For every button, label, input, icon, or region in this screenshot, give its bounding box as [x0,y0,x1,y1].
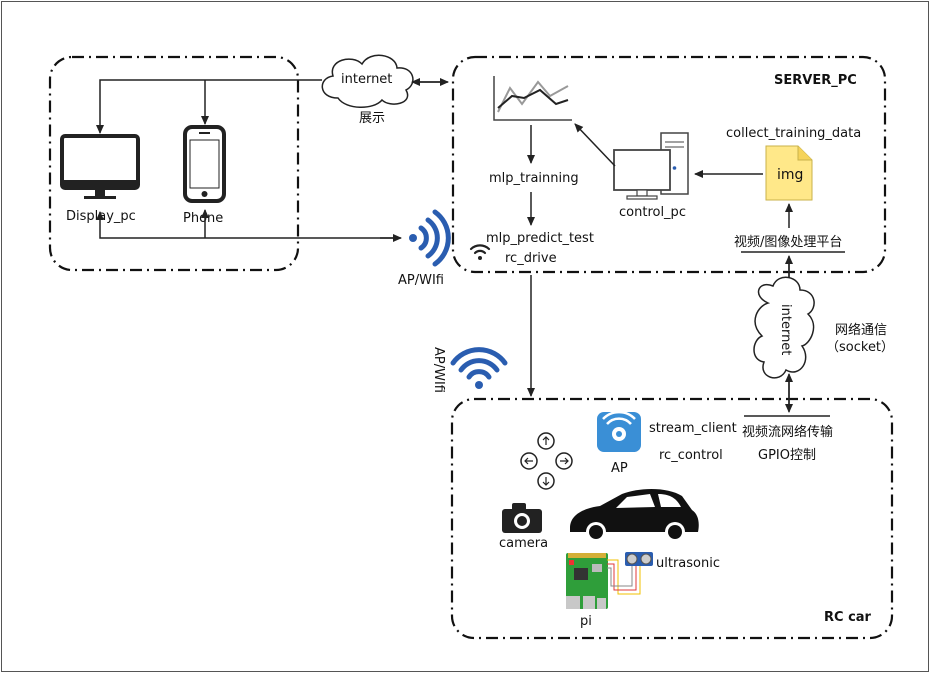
collect-training-data-label: collect_training_data [726,126,861,141]
phone-label: Phone [183,211,223,226]
wifi-small-icon [469,244,491,260]
rccar-group-box [450,397,894,640]
server-pc-title: SERVER_PC [774,73,857,88]
ap-wifi-left-label: AP/WIfi [431,347,446,393]
rc-car-title: RC car [824,610,872,625]
server-group-box [451,55,887,274]
sensor-wires [607,559,641,595]
rc-drive-label: rc_drive [505,251,557,266]
mlp-training-label: mlp_trainning [489,171,579,186]
mlp-predict-test-label: mlp_predict_test [486,231,594,246]
pi-label: pi [580,614,592,629]
wifi-to-display-line [96,211,399,239]
monitor-icon [60,134,140,199]
control-to-chart-arrow [574,123,616,167]
display-cn-label: 展示 [359,111,385,126]
stream-client-label: stream_client [649,421,737,436]
document-icon [765,145,813,201]
raspberry-pi-icon [566,553,608,609]
rc-control-label: rc_control [659,448,723,463]
ultrasonic-sensor-icon [625,552,653,566]
camera-icon [502,503,542,533]
video-stream-label: 视频流网络传输 [742,424,833,440]
socket-label: （socket） [826,340,894,355]
wifi-icon [409,209,451,267]
client-group-box [48,55,300,272]
control-pc-label: control_pc [619,205,686,220]
ultrasonic-label: ultrasonic [656,556,720,571]
cloud-icon [321,54,414,108]
ap-router-icon [597,410,641,452]
cloud-icon [753,276,815,379]
gamepad-icon [520,432,573,490]
cloud-to-clients-line [96,79,322,134]
video-platform-label: 视频/图像处理平台 [734,235,842,250]
desktop-pc-icon [613,132,689,200]
internet-top-label: internet [341,72,392,87]
wifi-icon [450,347,508,389]
internet-right-label: internet [778,304,793,355]
display-pc-label: Display_pc [66,209,136,224]
car-icon [570,488,699,542]
img-label: img [777,167,803,183]
network-comm-label: 网络通信 [835,322,887,338]
ap-label: AP [611,461,628,476]
camera-label: camera [499,536,548,551]
phone-icon [183,125,226,203]
line-chart-icon [493,76,572,121]
gpio-label: GPIO控制 [758,448,816,463]
ap-wifi-top-label: AP/WIfi [398,273,444,288]
